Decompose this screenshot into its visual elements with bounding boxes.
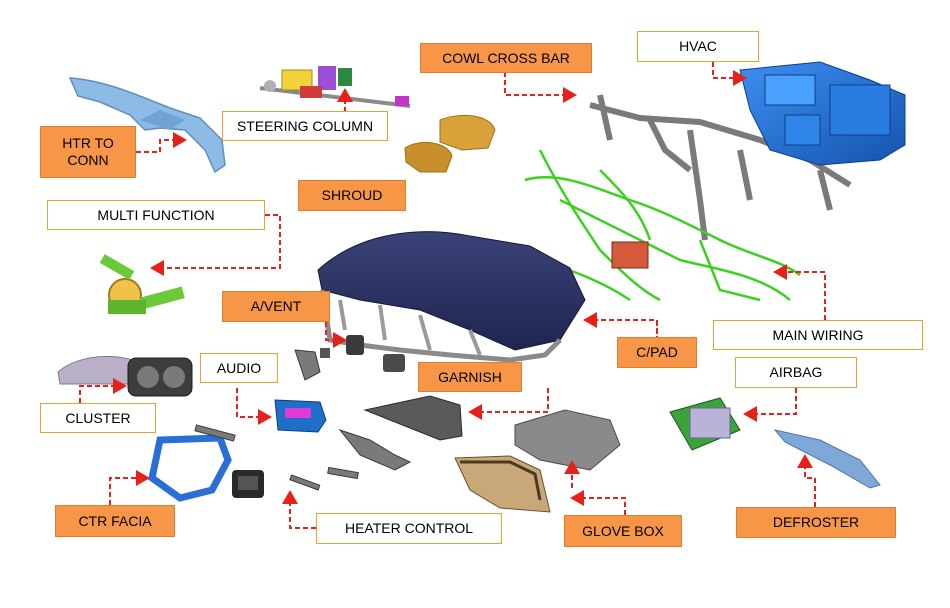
arrow-main-wiring xyxy=(773,264,826,320)
defroster-part xyxy=(773,429,881,489)
label-ctr-facia: CTR FACIA xyxy=(55,505,175,537)
arrow-heater-control xyxy=(282,490,316,529)
arrow-airbag xyxy=(743,388,797,422)
label-cluster: CLUSTER xyxy=(40,403,156,433)
steering-column-part xyxy=(259,66,411,108)
glove-box-housing-part xyxy=(514,409,621,471)
label-main-wiring: MAIN WIRING xyxy=(713,320,923,350)
label-hvac: HVAC xyxy=(637,31,759,62)
label-shroud: SHROUD xyxy=(298,180,406,211)
arrow-defroster xyxy=(797,454,816,507)
audio-part xyxy=(274,399,327,433)
glove-box-part xyxy=(454,455,551,513)
shroud-part xyxy=(404,114,496,173)
airbag-part xyxy=(669,397,741,451)
fuse-box-part xyxy=(611,241,649,269)
arrow-garnish xyxy=(468,388,549,420)
garnish-part xyxy=(363,395,463,441)
label-airbag: AIRBAG xyxy=(735,357,857,388)
label-audio: AUDIO xyxy=(200,353,278,383)
label-glove-box: GLOVE BOX xyxy=(564,515,682,547)
arrow-glove-box xyxy=(570,490,626,515)
label-c-pad: C/PAD xyxy=(617,337,697,368)
misc-bracket-parts xyxy=(194,349,412,491)
label-steering-column: STEERING COLUMN xyxy=(222,111,388,141)
a-vent-part xyxy=(320,335,405,372)
arrow-cowl-cross-bar xyxy=(504,72,577,103)
label-heater-control: HEATER CONTROL xyxy=(316,513,502,544)
label-defroster: DEFROSTER xyxy=(736,507,896,538)
multi-function-part xyxy=(99,254,185,314)
arrow-ctr-facia xyxy=(109,470,150,505)
arrow-multi-function xyxy=(150,214,281,276)
label-a-vent: A/VENT xyxy=(222,291,330,322)
heater-duct-part xyxy=(68,77,226,174)
label-garnish: GARNISH xyxy=(418,362,522,392)
arrow-cluster xyxy=(79,378,127,403)
cluster-part xyxy=(57,355,193,397)
heater-control-part xyxy=(232,470,264,498)
label-cowl-cross-bar: COWL CROSS BAR xyxy=(420,43,592,73)
arrow-a-vent xyxy=(325,322,347,348)
ctr-facia-part xyxy=(148,434,232,502)
arrow-audio xyxy=(236,388,272,425)
label-multi-function: MULTI FUNCTION xyxy=(47,200,265,230)
arrow-hvac xyxy=(712,62,747,86)
hvac-part xyxy=(739,61,906,166)
arrow-htr-to-conn xyxy=(136,132,187,153)
arrows xyxy=(79,62,826,529)
cowl-cross-bar-part xyxy=(589,94,852,241)
label-htr-to-conn: HTR TO CONN xyxy=(40,126,136,178)
